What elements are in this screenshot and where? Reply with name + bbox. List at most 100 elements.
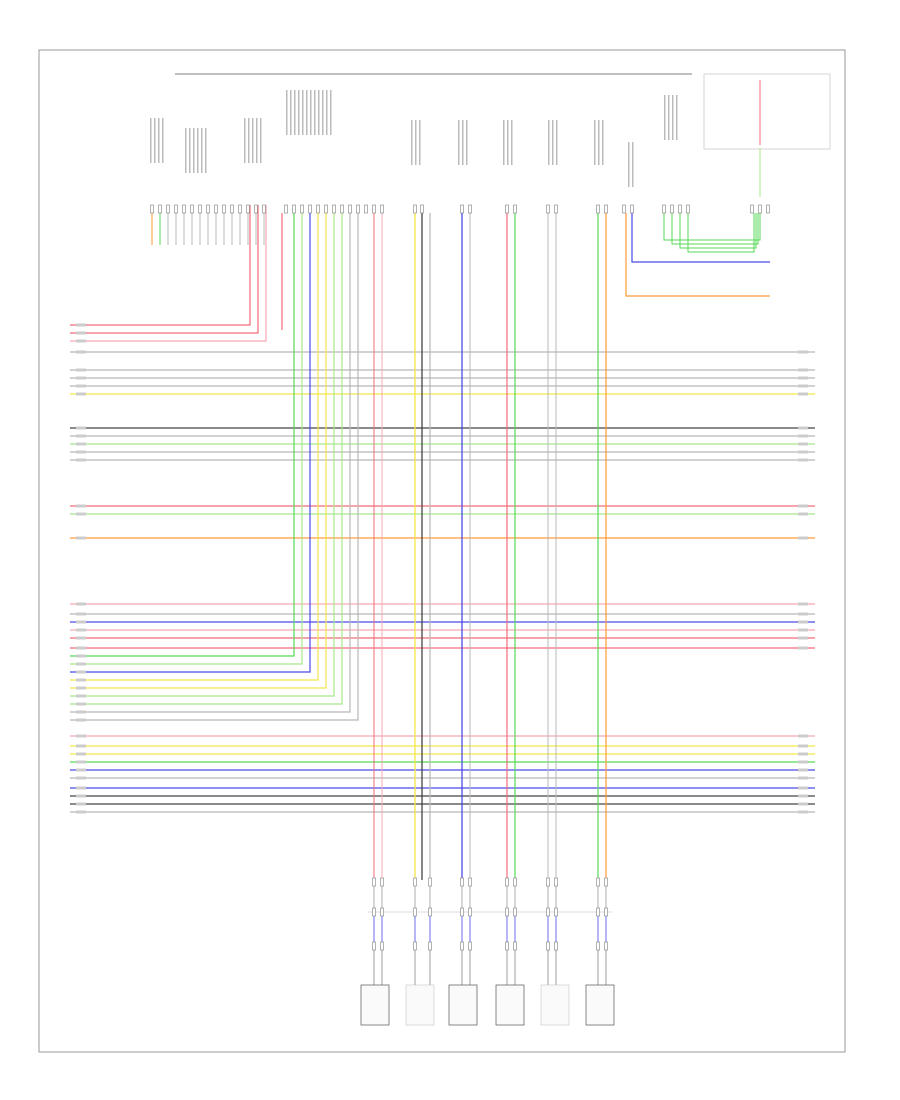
connector-label — [244, 118, 246, 163]
pin-label-right — [798, 794, 808, 798]
injector-connector-terminal — [596, 907, 600, 917]
harness-wire — [70, 205, 351, 713]
injector-connector-terminal — [554, 907, 558, 917]
harness-wire — [70, 205, 303, 665]
connector-terminal — [420, 204, 424, 214]
injector-signal-label — [556, 120, 558, 165]
injector-signal-label — [598, 120, 600, 165]
pin-label-left — [76, 702, 86, 706]
pin-label-right — [798, 612, 808, 616]
injector-connector-terminal — [372, 877, 376, 887]
harness-wire — [70, 205, 343, 705]
terminal-layer — [150, 204, 770, 951]
injector-2 — [405, 984, 435, 1026]
pin-label-left — [76, 350, 86, 354]
pin-label-left — [76, 710, 86, 714]
injector-connector-terminal — [372, 941, 376, 951]
connector-terminal — [230, 204, 234, 214]
injector-connector-terminal — [554, 877, 558, 887]
injector-connector-terminal — [428, 907, 432, 917]
connector-label — [290, 90, 292, 135]
connector-label — [302, 90, 304, 135]
pin-label-left — [76, 636, 86, 640]
wire-layer — [70, 148, 815, 985]
injector-signal-label — [548, 120, 550, 165]
injector-signal-label — [507, 120, 509, 165]
connector-terminal — [292, 204, 296, 214]
pin-label-left — [76, 612, 86, 616]
connector-terminal — [554, 204, 558, 214]
pin-label-right — [798, 810, 808, 814]
pin-label-left — [76, 323, 86, 327]
pin-label-left — [76, 384, 86, 388]
connector-terminal — [513, 204, 517, 214]
injector-connector-terminal — [428, 877, 432, 887]
connector-terminal — [190, 204, 194, 214]
pin-label-left — [76, 786, 86, 790]
pin-label-left — [76, 376, 86, 380]
connector-label — [322, 90, 324, 135]
pin-label-left — [76, 734, 86, 738]
connector-label — [298, 90, 300, 135]
connector-terminal — [214, 204, 218, 214]
connector-terminal — [222, 204, 226, 214]
connector-label — [260, 118, 262, 163]
pin-label-left — [76, 744, 86, 748]
connector-label — [205, 128, 207, 173]
pin-label-right — [798, 442, 808, 446]
injector-3 — [448, 984, 478, 1026]
fuel-injector-group-right — [495, 984, 615, 1026]
injector-connector-terminal — [554, 941, 558, 951]
pin-label-left — [76, 794, 86, 798]
module-loop-wire — [663, 213, 761, 241]
connector-label — [193, 128, 195, 173]
connector-terminal — [308, 204, 312, 214]
connector-label — [201, 128, 203, 173]
connector-label — [326, 90, 328, 135]
pin-label-left — [76, 810, 86, 814]
module-loop-wire — [687, 213, 755, 253]
connector-terminal — [670, 204, 674, 214]
pin-label-left — [76, 504, 86, 508]
connector-terminal — [546, 204, 550, 214]
connector-label — [248, 118, 250, 163]
connector-label — [162, 118, 164, 163]
pin-label-right — [798, 776, 808, 780]
connector-terminal — [238, 204, 242, 214]
connector-terminal — [174, 204, 178, 214]
module-loop-wire — [679, 213, 757, 249]
connector-terminal — [622, 204, 626, 214]
connector-terminal — [158, 204, 162, 214]
pin-label-left — [76, 331, 86, 335]
connector-label — [286, 90, 288, 135]
injector-signal-label — [466, 120, 468, 165]
pin-label-left — [76, 694, 86, 698]
pin-label-right — [798, 536, 808, 540]
injector-connector-terminal — [468, 877, 472, 887]
connector-label — [330, 90, 332, 135]
module-loop-wire — [671, 213, 759, 245]
harness-wire — [70, 205, 311, 673]
connector-terminal — [766, 204, 770, 214]
connector-label — [318, 90, 320, 135]
pin-label-right — [798, 802, 808, 806]
pin-label-right — [798, 350, 808, 354]
injector-5 — [540, 984, 570, 1026]
pin-label-left — [76, 718, 86, 722]
ecu-signal-wire — [625, 213, 770, 297]
connector-terminal — [300, 204, 304, 214]
pin-label-right — [798, 392, 808, 396]
pin-label-left — [76, 339, 86, 343]
connector-terminal — [198, 204, 202, 214]
injector-connector-terminal — [604, 877, 608, 887]
connector-label — [154, 118, 156, 163]
pin-label-right — [798, 636, 808, 640]
connector-terminal — [182, 204, 186, 214]
pin-label-left — [76, 670, 86, 674]
pin-label-right — [798, 512, 808, 516]
injector-signal-label — [462, 120, 464, 165]
pin-label-left — [76, 368, 86, 372]
connector-label — [664, 95, 666, 140]
harness-wire — [70, 205, 335, 697]
